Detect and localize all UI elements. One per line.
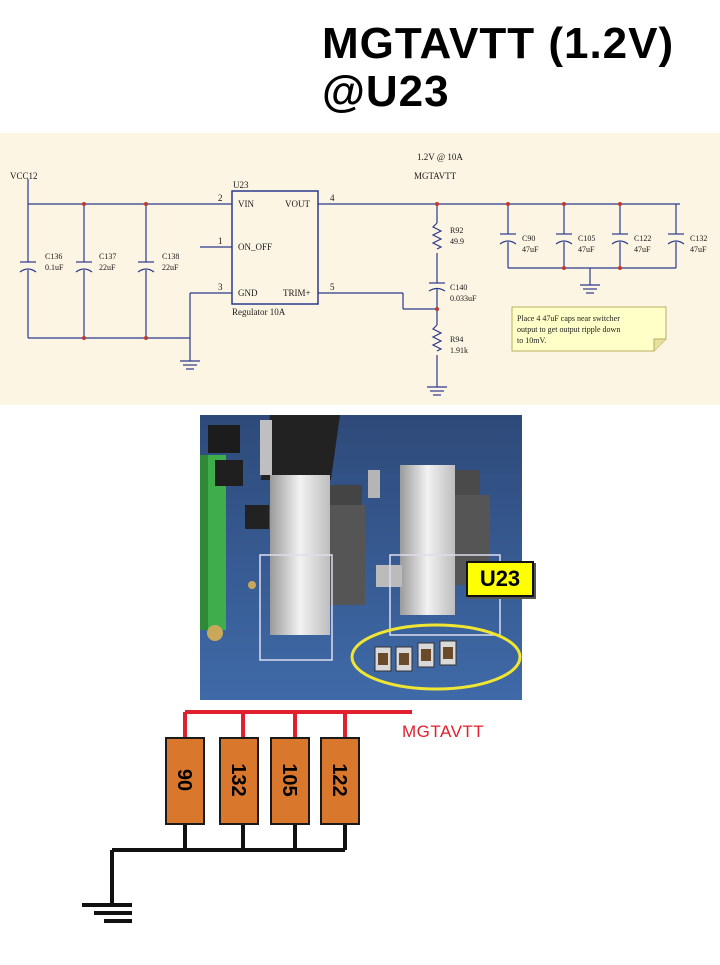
- cap-ref: C138: [162, 252, 179, 261]
- capacitor-label: 132: [227, 763, 249, 796]
- pin-num: 1: [218, 236, 223, 246]
- resistor-value: 1.91k: [450, 346, 468, 355]
- mgtavtt-rail: [183, 710, 412, 738]
- cap-value: 47uF: [522, 245, 539, 254]
- cap-value: 22uF: [162, 263, 179, 272]
- cap-ref: C122: [634, 234, 651, 243]
- capacitor-90: [165, 737, 205, 825]
- note-line: Place 4 47uF caps near switcher: [517, 314, 620, 323]
- pin-name: VIN: [238, 199, 254, 209]
- cap-ref: C132: [690, 234, 707, 243]
- pin-name: TRIM+: [283, 288, 311, 298]
- pin-num: 3: [218, 282, 223, 292]
- out-net-label: MGTAVTT: [414, 171, 457, 181]
- cap-value: 0.1uF: [45, 263, 64, 272]
- mgtavtt-net-label: MGTAVTT: [402, 722, 485, 741]
- cap-value: 47uF: [634, 245, 651, 254]
- title-line-1: MGTAVTT (1.2V): [322, 19, 675, 68]
- regulator-desc: Regulator 10A: [232, 307, 286, 317]
- pin-num: 4: [330, 193, 335, 203]
- cap-value: 47uF: [690, 245, 707, 254]
- board-photo: [200, 415, 522, 700]
- capacitor-122: [320, 737, 360, 825]
- cap-ref: C137: [99, 252, 116, 261]
- highlight-ellipse: [350, 623, 522, 691]
- schematic-diagram: VCC12 1.2V @ 10A MGTAVTT U23 Regulator 1…: [10, 152, 707, 396]
- rail-note: 1.2V @ 10A: [417, 152, 463, 162]
- note-line: to 10mV.: [517, 336, 546, 345]
- cap-value: 0.033uF: [450, 294, 477, 303]
- resistor-ref: R92: [450, 226, 463, 235]
- pin-name: VOUT: [285, 199, 310, 209]
- decoupling-sketch: 90 132 105 122: [0, 700, 720, 960]
- resistor-value: 49.9: [450, 237, 464, 246]
- capacitor-group: 90 132 105 122: [165, 737, 360, 825]
- cap-value: 47uF: [578, 245, 595, 254]
- page-title: MGTAVTT (1.2V) @U23: [322, 20, 674, 116]
- cap-ref: C136: [45, 252, 62, 261]
- cap-ref: C105: [578, 234, 595, 243]
- capacitor-label: 105: [278, 763, 300, 796]
- pin-num: 2: [218, 193, 223, 203]
- pcb-render: [200, 415, 522, 700]
- vcc-net-label: VCC12: [10, 171, 38, 181]
- regulator-ref: U23: [233, 180, 249, 190]
- capacitor-label: 122: [328, 763, 350, 796]
- schematic-panel: VCC12 1.2V @ 10A MGTAVTT U23 Regulator 1…: [0, 133, 720, 405]
- pin-name: ON_OFF: [238, 242, 272, 252]
- capacitor-132: [219, 737, 259, 825]
- cap-value: 22uF: [99, 263, 116, 272]
- decoupling-diagram: 90 132 105 122: [82, 710, 412, 923]
- capacitor-105: [270, 737, 310, 825]
- ground-rail: [82, 824, 347, 923]
- capacitor-label: 90: [173, 769, 195, 791]
- pin-name: GND: [238, 288, 258, 298]
- pin-num: 5: [330, 282, 335, 292]
- title-line-2: @U23: [322, 67, 450, 116]
- note-line: output to get output ripple down: [517, 325, 620, 334]
- resistor-ref: R94: [450, 335, 463, 344]
- cap-ref: C90: [522, 234, 535, 243]
- u23-badge: U23: [466, 561, 534, 597]
- cap-ref: C140: [450, 283, 467, 292]
